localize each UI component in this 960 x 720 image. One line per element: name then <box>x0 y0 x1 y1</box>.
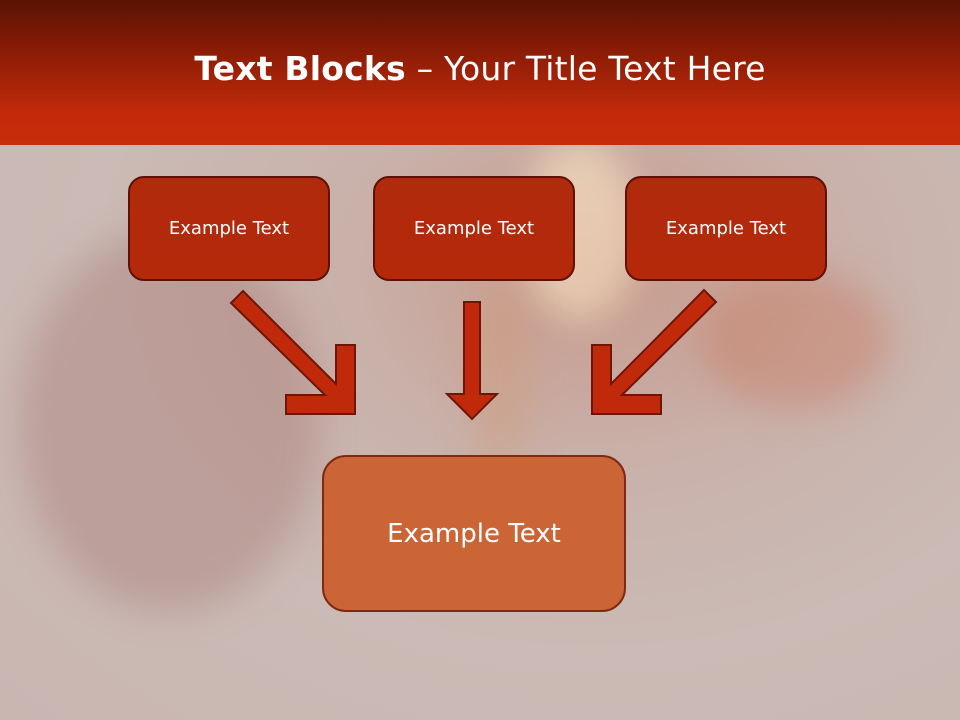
background-hand-right <box>700 270 890 410</box>
title-bar: Text Blocks – Your Title Text Here <box>0 0 960 145</box>
title-bold: Text Blocks <box>194 49 406 88</box>
arrow-left-diagonal <box>229 289 356 415</box>
text-block-right[interactable]: Example Text <box>625 176 827 281</box>
title-separator: – <box>405 49 444 88</box>
arrow-center-down <box>444 301 500 421</box>
slide-title: Text Blocks – Your Title Text Here <box>194 49 765 88</box>
text-block-bottom-label: Example Text <box>387 518 561 549</box>
text-block-right-label: Example Text <box>665 218 787 239</box>
text-block-bottom[interactable]: Example Text <box>322 455 626 612</box>
title-rest: Your Title Text Here <box>443 49 766 88</box>
arrow-right-diagonal <box>591 288 718 415</box>
text-block-center[interactable]: Example Text <box>373 176 575 281</box>
text-block-left-label: Example Text <box>168 218 290 239</box>
text-block-center-label: Example Text <box>413 218 535 239</box>
text-block-left[interactable]: Example Text <box>128 176 330 281</box>
background-shadow-left <box>20 230 320 610</box>
